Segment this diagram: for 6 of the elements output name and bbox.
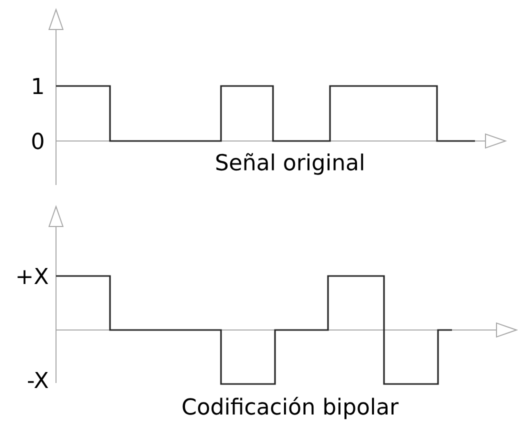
axis-label: 1: [33, 78, 43, 94]
axis-label: 0: [32, 132, 44, 150]
plot-title: Codificación bipolar: [182, 396, 399, 420]
axis-label: +X: [18, 268, 48, 284]
plot-title: Señal original: [216, 153, 364, 175]
axis-label: -X: [28, 372, 48, 388]
